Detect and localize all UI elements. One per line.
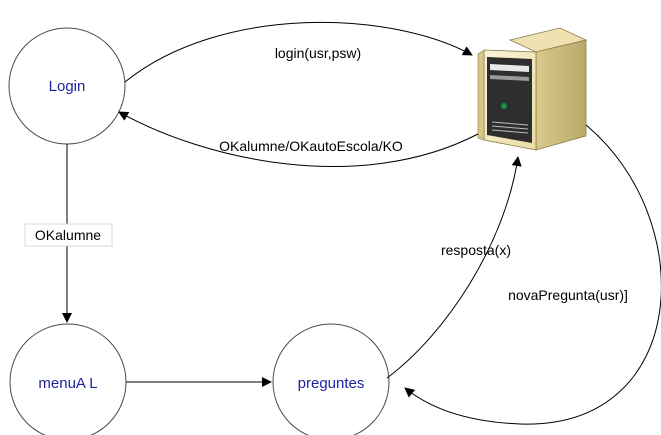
login-node-label: Login xyxy=(49,78,86,95)
server-tower-icon xyxy=(477,27,588,151)
edge-login-response-label: OKalumne/OKautoEscola/KO xyxy=(219,138,403,154)
preguntes-node: preguntes xyxy=(272,323,390,435)
edge-login-request xyxy=(124,21,473,83)
edge-ok-alumne-label-box xyxy=(24,223,113,247)
edge-nova-pregunta-label: novaPregunta(usr)] xyxy=(508,287,628,303)
menu-node-label: menuA L xyxy=(38,375,97,392)
edge-login-response xyxy=(118,111,479,167)
edge-ok-alumne-label: OKalumne xyxy=(35,227,101,243)
edge-resposta-label: resposta(x) xyxy=(441,242,511,258)
edge-resposta xyxy=(386,156,522,379)
edge-nova-pregunta xyxy=(404,124,661,425)
menu-node: menuA L xyxy=(9,323,127,435)
login-node: Login xyxy=(8,27,126,145)
edge-login-request-label: login(usr,psw) xyxy=(275,45,361,61)
preguntes-node-label: preguntes xyxy=(298,375,365,392)
